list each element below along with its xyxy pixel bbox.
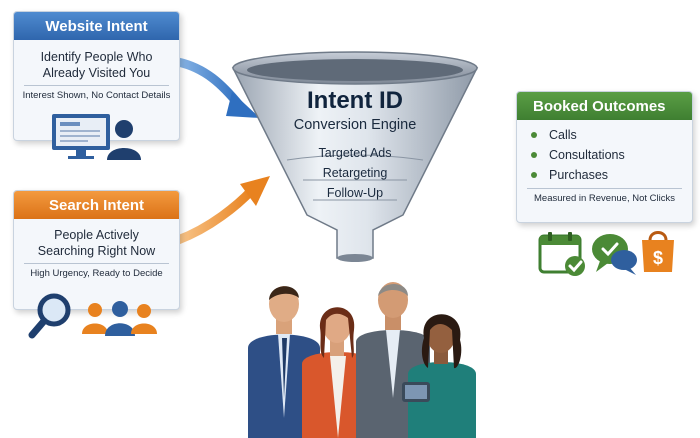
divider (24, 263, 169, 264)
list-item: Consultations (531, 148, 692, 162)
website-headline-line1: Identify People Who (40, 50, 153, 64)
conversion-funnel: Intent ID Conversion Engine Targeted Ads… (225, 40, 485, 270)
funnel-title: Intent ID (307, 87, 403, 114)
booked-note: Measured in Revenue, Not Clicks (534, 193, 675, 204)
person-icon (107, 120, 141, 160)
shopping-bag-icon: $ (642, 231, 674, 272)
search-note: High Urgency, Ready to Decide (30, 268, 163, 279)
outcomes-list: Calls Consultations Purchases (531, 128, 692, 182)
people-group-icon (82, 301, 157, 336)
outcome-consultations: Consultations (549, 148, 625, 162)
funnel-item-follow-up: Follow-Up (326, 186, 384, 200)
search-intent-card: Search Intent People Actively Searching … (13, 190, 180, 310)
booked-outcomes-card: Booked Outcomes Calls Consultations Purc… (516, 91, 693, 223)
funnel-shape (231, 51, 479, 262)
booked-outcomes-title: Booked Outcomes (517, 92, 692, 120)
website-note: Interest Shown, No Contact Details (22, 90, 171, 101)
chat-icon (592, 234, 637, 275)
calendar-check-icon (538, 232, 585, 276)
divider (527, 188, 682, 189)
magnifier-icon (28, 293, 71, 339)
bullet-icon (531, 172, 537, 178)
svg-text:$: $ (653, 248, 663, 268)
person-illustration (402, 314, 476, 438)
monitor-icon (52, 114, 110, 159)
search-arrow (173, 176, 270, 245)
search-headline-line2: Searching Right Now (37, 244, 156, 258)
outcome-purchases: Purchases (549, 168, 609, 182)
list-item: Purchases (531, 168, 692, 182)
website-arrow (173, 57, 260, 118)
funnel-subtitle: Conversion Engine (293, 117, 417, 133)
website-headline-line2: Already Visited You (42, 66, 151, 80)
people-group-illustration (248, 282, 476, 438)
website-intent-title: Website Intent (14, 12, 179, 40)
bullet-icon (531, 152, 537, 158)
search-intent-title: Search Intent (14, 191, 179, 219)
funnel-item-targeted-ads: Targeted Ads (318, 146, 392, 160)
search-headline-line1: People Actively (54, 228, 139, 242)
divider (24, 85, 169, 86)
outcome-calls: Calls (549, 128, 577, 142)
list-item: Calls (531, 128, 692, 142)
funnel-item-retargeting: Retargeting (322, 166, 388, 180)
bullet-icon (531, 132, 537, 138)
